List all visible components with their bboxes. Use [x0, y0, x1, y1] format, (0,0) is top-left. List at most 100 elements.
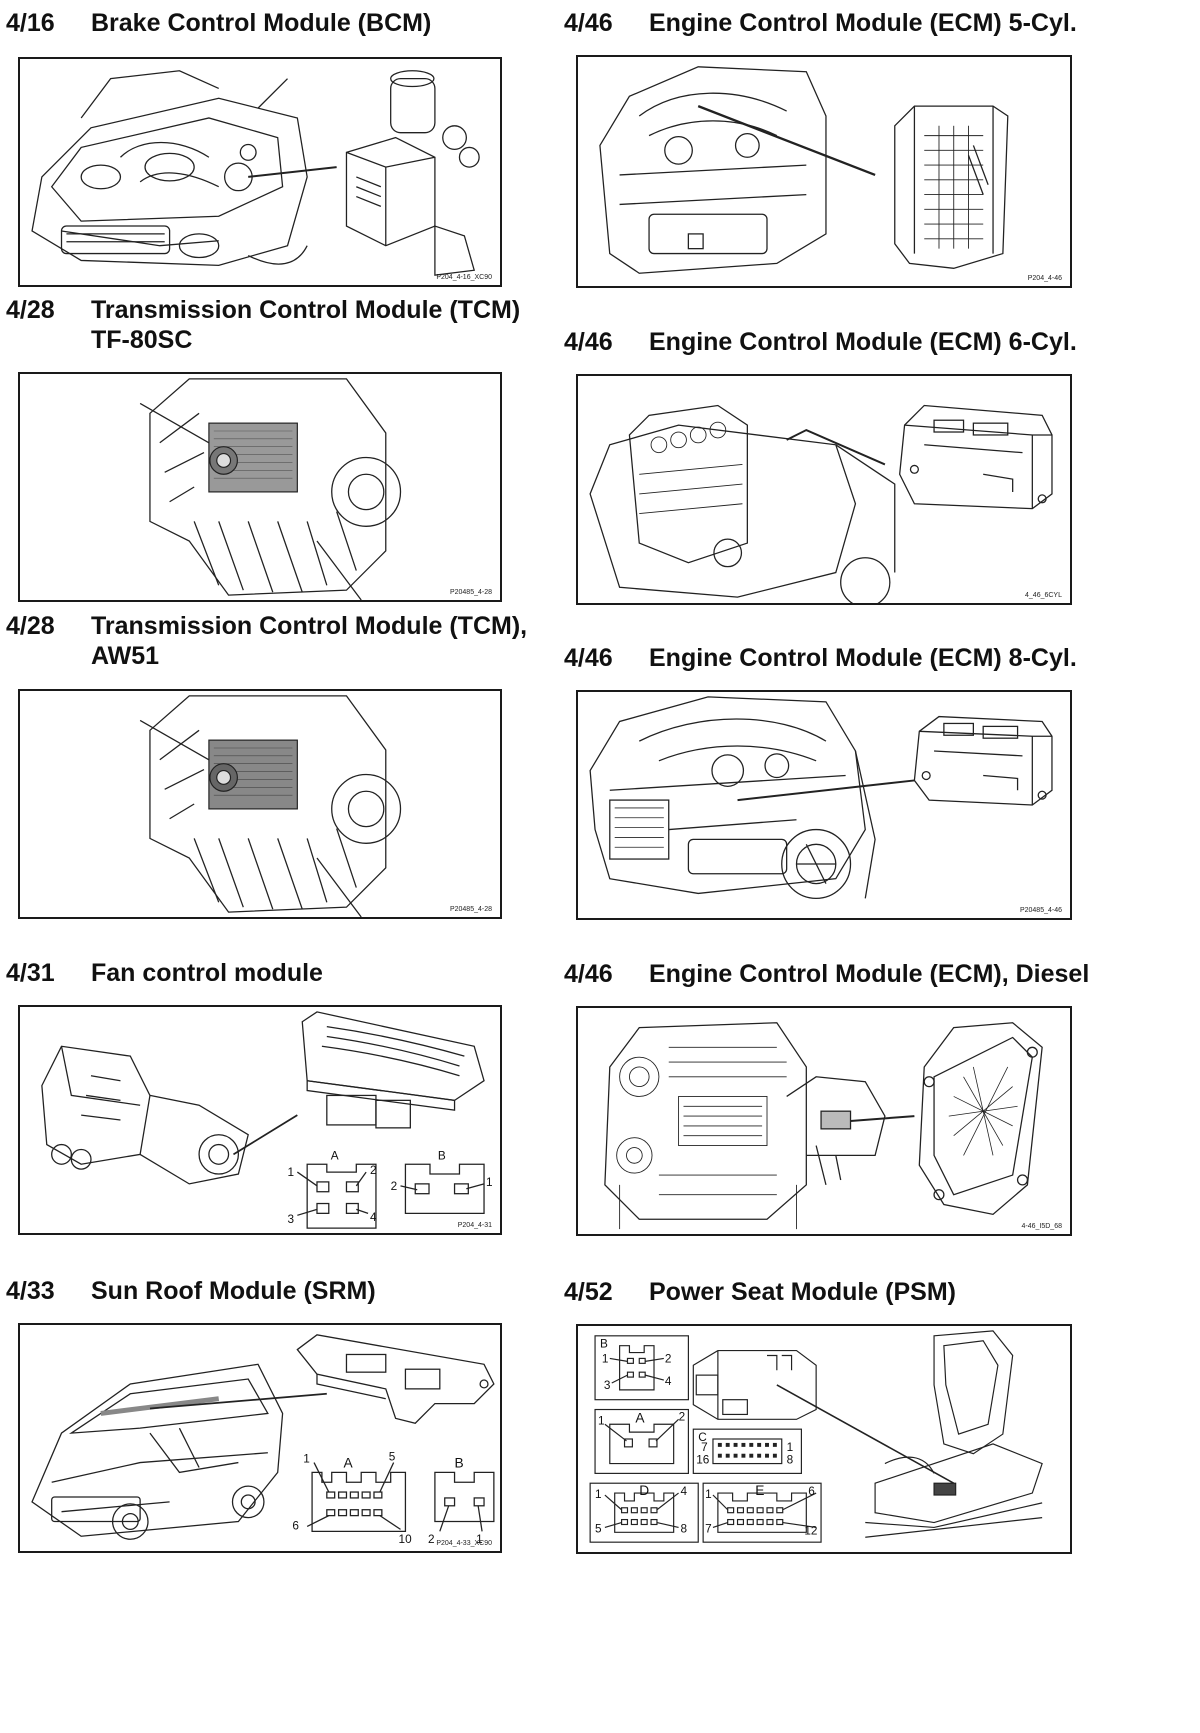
- section-code: 4/16: [6, 9, 55, 37]
- tcm-tf80sc-drawing: [139, 378, 402, 600]
- connector-b-pin: 1: [486, 1176, 493, 1189]
- connector-a-pin: 1: [303, 1453, 310, 1466]
- connector-b-pin: 1: [476, 1533, 483, 1546]
- section-code: 4/28: [6, 612, 55, 640]
- connector-b-label: B: [455, 1455, 464, 1470]
- section-code: 4/46: [564, 328, 613, 356]
- section-heading-ecm-6cyl: 4/46 Engine Control Module (ECM) 6-Cyl.: [564, 327, 1194, 359]
- illustration-bcm: P204_4-16_XC90: [18, 57, 502, 287]
- section-heading-psm: 4/52 Power Seat Module (PSM): [564, 1277, 1194, 1309]
- tcm-aw51-drawing: [139, 695, 402, 917]
- connector-c-pin: 7: [701, 1441, 708, 1454]
- connector-e-label: E: [755, 1483, 764, 1498]
- connector-b-label: B: [438, 1149, 446, 1162]
- connector-d-pin: 5: [595, 1522, 602, 1535]
- figure-reference: P20485_4-28: [449, 906, 492, 913]
- illustration-ecm-8cyl: P20485_4-46: [576, 690, 1072, 920]
- connector-d-pin: 1: [595, 1488, 602, 1501]
- connector-a-pin: 10: [399, 1533, 413, 1546]
- illustration-ecm-5cyl: P204_4-46: [576, 55, 1072, 288]
- connector-a-pin: 2: [679, 1410, 686, 1423]
- connector-a-label: A: [331, 1149, 339, 1162]
- illustration-tcm-tf80sc: P20485_4-28: [18, 372, 502, 602]
- connector-e-pin: 1: [705, 1488, 712, 1501]
- section-code: 4/52: [564, 1278, 613, 1306]
- ecm-diesel-drawing: [604, 1022, 1043, 1230]
- figure-reference: P20485_4-28: [449, 589, 492, 596]
- section-title: Transmission Control Module (TCM),: [91, 612, 528, 640]
- section-heading-tcm-tf80sc: 4/28 Transmission Control Module (TCM) T…: [6, 295, 566, 357]
- section-title: Power Seat Module (PSM): [649, 1278, 956, 1306]
- connector-a-pin: 5: [389, 1451, 396, 1464]
- section-code: 4/28: [6, 296, 55, 324]
- figure-reference: P204_4-33_XC90: [436, 1540, 492, 1547]
- power-seat-drawing: B 1 2 3 4 A 1 2 C 7 1 16 8 D 1 4 5 8 E 1…: [589, 1330, 1043, 1543]
- connector-a-pin: 1: [288, 1166, 295, 1179]
- illustration-ecm-6cyl: 4_46_6CYL: [576, 374, 1072, 605]
- section-title: Sun Roof Module (SRM): [91, 1277, 376, 1305]
- section-title: Engine Control Module (ECM) 8-Cyl.: [649, 644, 1077, 672]
- connector-a-pin: 3: [288, 1213, 295, 1226]
- figure-reference: P204_4-16_XC90: [436, 274, 492, 281]
- section-heading-ecm-diesel: 4/46 Engine Control Module (ECM), Diesel: [564, 959, 1194, 991]
- connector-a-pin: 4: [370, 1211, 377, 1224]
- connector-b-pin: 2: [391, 1180, 398, 1193]
- connector-c-label: C: [698, 1431, 707, 1444]
- sunroof-module-drawing: 1 A 5 6 10 B 2 1: [31, 1334, 495, 1546]
- fan-module-drawing: A 1 2 3 4 B 2 1: [41, 1011, 493, 1229]
- connector-b-label: B: [600, 1338, 608, 1351]
- connector-c-pin: 8: [787, 1454, 794, 1467]
- section-code: 4/46: [564, 644, 613, 672]
- section-heading-ecm-5cyl: 4/46 Engine Control Module (ECM) 5-Cyl.: [564, 8, 1194, 40]
- figure-reference: P20485_4-46: [1019, 907, 1062, 914]
- section-title: Fan control module: [91, 959, 323, 987]
- illustration-sunroof-module: 1 A 5 6 10 B 2 1 P204_4-33_XC90: [18, 1323, 502, 1553]
- section-heading-ecm-8cyl: 4/46 Engine Control Module (ECM) 8-Cyl.: [564, 643, 1194, 675]
- connector-d-label: D: [639, 1483, 649, 1498]
- section-code: 4/46: [564, 960, 613, 988]
- section-title-block: Transmission Control Module (TCM) TF-80S…: [91, 295, 520, 355]
- section-title: Brake Control Module (BCM): [91, 9, 432, 37]
- section-code: 4/33: [6, 1277, 55, 1305]
- section-title-line2: TF-80SC: [91, 326, 193, 354]
- section-heading-tcm-aw51: 4/28 Transmission Control Module (TCM), …: [6, 611, 566, 673]
- section-title: Engine Control Module (ECM) 6-Cyl.: [649, 328, 1077, 356]
- connector-a-pin: 1: [598, 1414, 605, 1427]
- connector-e-pin: 12: [804, 1524, 817, 1537]
- bcm-drawing: [31, 70, 480, 276]
- connector-b-pin: 2: [665, 1352, 672, 1365]
- illustration-tcm-aw51: P20485_4-28: [18, 689, 502, 919]
- section-heading-fan: 4/31 Fan control module: [6, 958, 546, 990]
- connector-c-pin: 1: [787, 1441, 794, 1454]
- connector-a-label: A: [344, 1455, 354, 1470]
- figure-reference: 4_46_6CYL: [1025, 592, 1062, 599]
- connector-e-pin: 7: [705, 1522, 712, 1535]
- connector-e-pin: 6: [808, 1485, 815, 1498]
- connector-c-pin: 16: [696, 1454, 710, 1467]
- figure-reference: P204_4-31: [457, 1222, 492, 1229]
- connector-a-pin: 2: [370, 1164, 377, 1177]
- section-heading-bcm: 4/16 Brake Control Module (BCM): [6, 8, 546, 40]
- connector-d-pin: 4: [681, 1485, 688, 1498]
- section-title: Transmission Control Module (TCM): [91, 296, 521, 324]
- section-title: Engine Control Module (ECM) 5-Cyl.: [649, 9, 1077, 37]
- section-title-line2: AW51: [91, 642, 160, 670]
- connector-a-label: A: [635, 1410, 645, 1425]
- ecm-6cyl-drawing: [589, 404, 1053, 603]
- section-code: 4/46: [564, 9, 613, 37]
- connector-b-pin: 2: [428, 1533, 435, 1546]
- section-title-block: Transmission Control Module (TCM), AW51: [91, 611, 527, 671]
- illustration-power-seat-module: B 1 2 3 4 A 1 2 C 7 1 16 8 D 1 4 5 8 E 1…: [576, 1324, 1072, 1554]
- connector-d-pin: 8: [681, 1522, 688, 1535]
- ecm-5cyl-drawing: [599, 66, 1009, 274]
- connector-b-pin: 4: [665, 1375, 672, 1388]
- connector-b-pin: 1: [602, 1352, 609, 1365]
- section-heading-srm: 4/33 Sun Roof Module (SRM): [6, 1276, 546, 1308]
- figure-reference: 4-46_I5D_68: [1021, 1223, 1062, 1230]
- ecm-8cyl-drawing: [589, 696, 1053, 899]
- section-title: Engine Control Module (ECM), Diesel: [649, 960, 1090, 988]
- connector-b-pin: 3: [604, 1379, 611, 1392]
- illustration-ecm-diesel: 4-46_I5D_68: [576, 1006, 1072, 1236]
- connector-a-pin: 6: [292, 1519, 299, 1532]
- illustration-fan-module: A 1 2 3 4 B 2 1 P204_4-31: [18, 1005, 502, 1235]
